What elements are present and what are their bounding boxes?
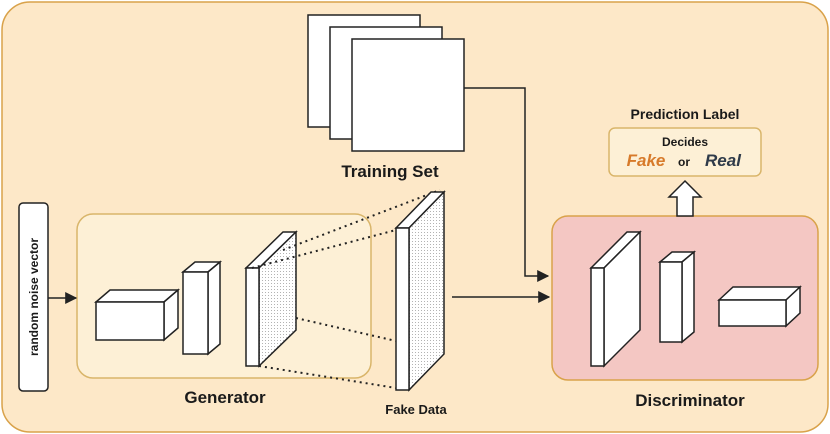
generator-block-3 — [244, 230, 298, 368]
real-label: Real — [705, 151, 742, 170]
prediction-box — [608, 127, 762, 177]
fake-data-sheet — [394, 190, 446, 392]
or-label: or — [678, 155, 690, 169]
discriminator-label: Discriminator — [635, 391, 745, 410]
discriminator-block-3 — [717, 285, 802, 328]
noise-vector-box — [18, 202, 49, 392]
training-set-label: Training Set — [341, 162, 439, 181]
noise-vector-label: random noise vector — [27, 238, 41, 356]
decision-up-arrow — [667, 179, 703, 217]
training-set-stack — [307, 14, 465, 152]
fake-label: Fake — [627, 151, 666, 170]
training-arrow — [464, 87, 550, 282]
decides-label: Decides — [662, 135, 708, 149]
discriminator-block-1 — [589, 230, 642, 368]
generator-label: Generator — [184, 388, 266, 407]
prediction-label-title: Prediction Label — [631, 106, 740, 122]
generator-block-1 — [93, 288, 181, 342]
discriminator-block-2 — [657, 250, 697, 344]
generator-block-2 — [180, 260, 223, 356]
fake-data-label: Fake Data — [385, 402, 447, 417]
